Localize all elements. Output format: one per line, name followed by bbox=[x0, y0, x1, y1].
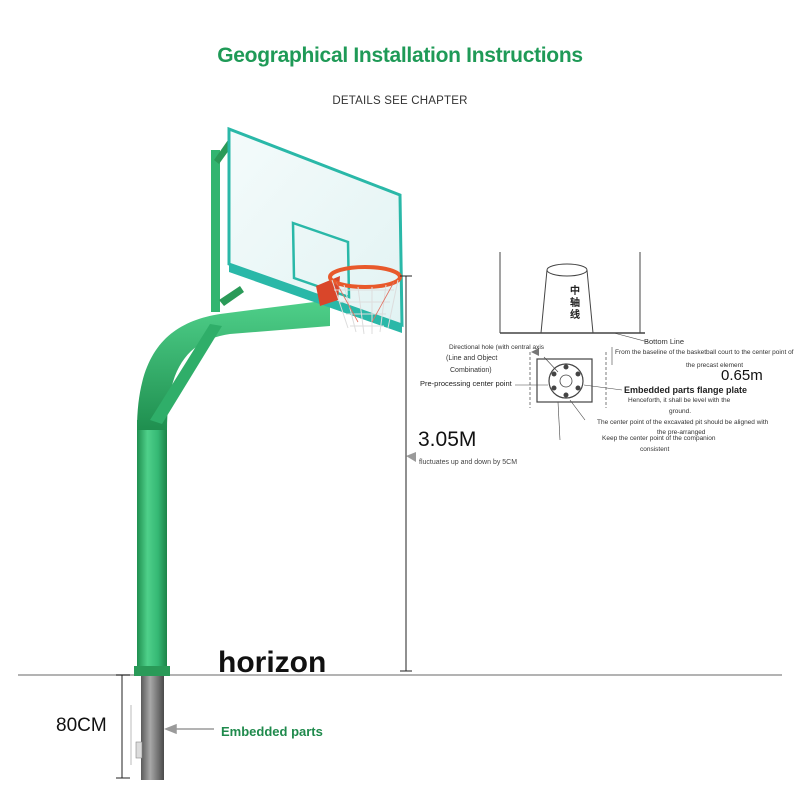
height-dimension bbox=[400, 275, 412, 672]
pre-arranged-note: the pre-arranged bbox=[657, 429, 706, 436]
net bbox=[331, 279, 399, 335]
combination-label: Combination) bbox=[450, 367, 492, 374]
depth-label: 80CM bbox=[56, 715, 107, 736]
ground-note: ground. bbox=[669, 408, 692, 415]
flange-arrow bbox=[531, 348, 539, 356]
detail-sketch bbox=[499, 252, 649, 441]
height-pointer bbox=[406, 452, 416, 462]
embedded-arrow bbox=[163, 723, 214, 735]
page-title: Geographical Installation Instructions bbox=[217, 44, 583, 67]
hoop-rim bbox=[316, 265, 402, 335]
consistent-note: consistent bbox=[640, 446, 670, 453]
pit-center-note: The center point of the excavated pit sh… bbox=[597, 419, 769, 426]
page-subtitle: DETAILS SEE CHAPTER bbox=[332, 95, 468, 107]
distance-label: 0.65m bbox=[721, 367, 763, 384]
height-label: 3.05M bbox=[418, 428, 477, 451]
height-note: fluctuates up and down by 5CM bbox=[419, 459, 518, 466]
depth-dimension bbox=[116, 674, 130, 779]
henceforth-note: Henceforth, it shall be level with the bbox=[628, 397, 731, 404]
embedded-parts-label: Embedded parts bbox=[221, 724, 323, 739]
baseline-note: From the baseline of the basketball cour… bbox=[615, 349, 794, 356]
pole bbox=[134, 140, 330, 676]
embedded-part bbox=[130, 675, 164, 780]
backboard bbox=[227, 126, 404, 333]
directional-hole-label: Directional hole (with central axis bbox=[449, 344, 545, 351]
central-axis-label: 中轴线 bbox=[570, 286, 580, 321]
flange-plate-label: Embedded parts flange plate bbox=[624, 385, 748, 395]
pre-processing-label: Pre-processing center point bbox=[420, 379, 512, 388]
horizon-label: horizon bbox=[218, 646, 327, 679]
keep-center-note: Keep the center point of the companion bbox=[602, 435, 716, 442]
precast-note: the precast element bbox=[686, 362, 744, 369]
bottom-line-label: Bottom Line bbox=[644, 337, 685, 346]
line-object-label: (Line and Object bbox=[446, 355, 498, 362]
